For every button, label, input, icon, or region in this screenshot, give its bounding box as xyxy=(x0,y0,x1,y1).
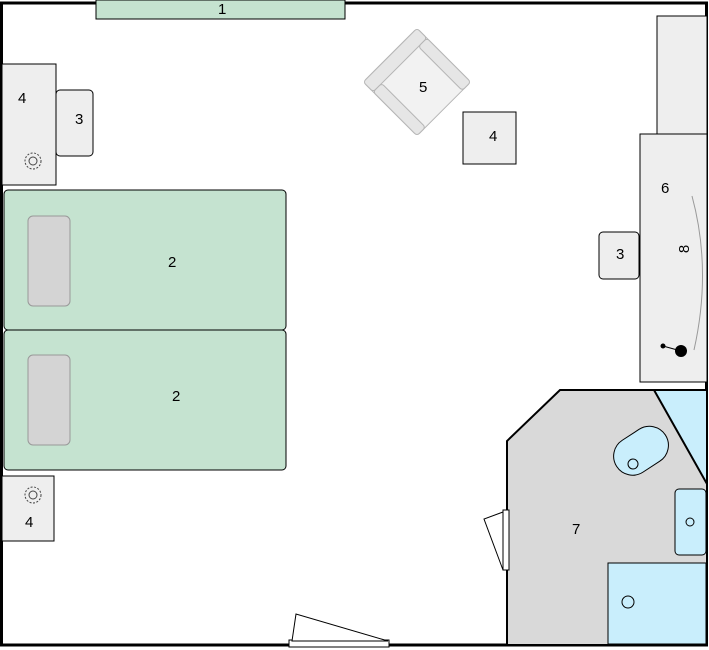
chair-right[interactable] xyxy=(598,231,640,280)
nightstand-top-label: 4 xyxy=(18,90,26,107)
lamp-icon xyxy=(24,486,42,504)
bed-bottom[interactable] xyxy=(3,329,287,471)
wardrobe[interactable] xyxy=(656,15,708,135)
entrance-door[interactable] xyxy=(288,613,390,648)
chair-left-label: 3 xyxy=(75,111,83,128)
bathroom-label: 7 xyxy=(572,521,580,538)
lamp-icon xyxy=(24,152,42,170)
window-label: 1 xyxy=(218,1,226,18)
bathtub[interactable] xyxy=(607,562,707,645)
lamp-switch-icon xyxy=(660,343,687,357)
bathroom-door[interactable] xyxy=(483,509,510,571)
shower-corner[interactable] xyxy=(652,389,708,488)
pillow-bottom xyxy=(27,354,71,446)
desk-item-label: 8 xyxy=(676,245,693,253)
chair-right-label: 3 xyxy=(616,246,624,263)
pillow-top xyxy=(27,215,71,307)
nightstand-top[interactable] xyxy=(1,63,57,186)
desk-label: 6 xyxy=(661,180,669,197)
window[interactable] xyxy=(95,0,346,20)
armchair[interactable] xyxy=(363,28,470,135)
toilet[interactable] xyxy=(606,419,675,482)
desk[interactable] xyxy=(639,133,708,383)
armchair-label: 5 xyxy=(419,79,427,96)
nightstand-bottom-label: 4 xyxy=(25,514,33,531)
side-table-label: 4 xyxy=(489,128,497,145)
chair-left[interactable] xyxy=(55,89,94,157)
bed-bottom-label: 2 xyxy=(172,388,180,405)
sink[interactable] xyxy=(674,488,707,556)
side-table[interactable] xyxy=(462,111,517,165)
bed-top-label: 2 xyxy=(168,254,176,271)
nightstand-bottom[interactable] xyxy=(1,475,55,542)
desk-curve xyxy=(691,195,704,351)
